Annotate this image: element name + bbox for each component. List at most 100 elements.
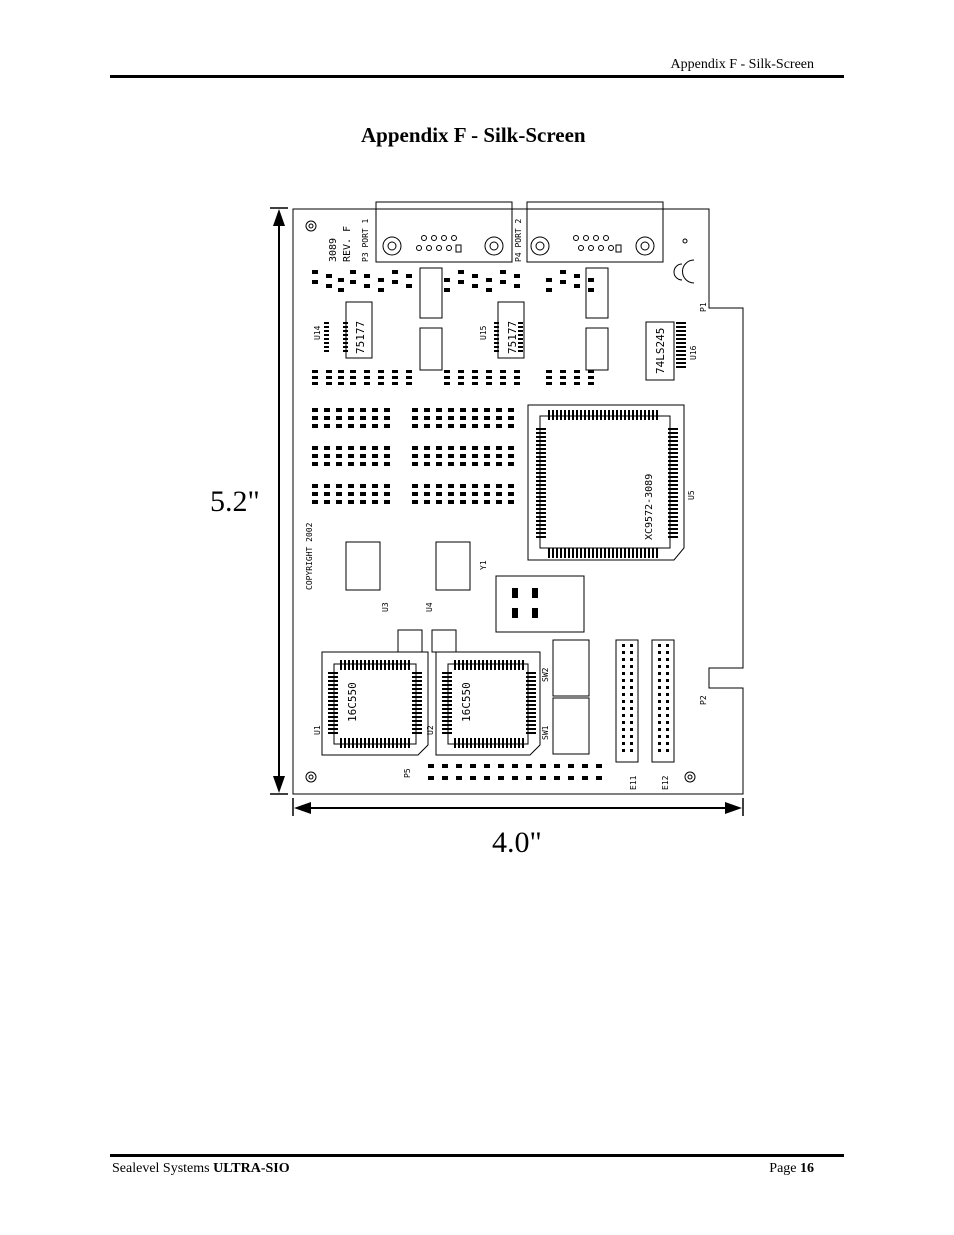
pad: [324, 408, 330, 412]
pad: [392, 738, 394, 748]
pad: [396, 738, 398, 748]
pad: [496, 446, 502, 450]
pad: [668, 520, 678, 522]
pad: [324, 338, 329, 340]
svg-text:U2: U2: [426, 725, 435, 735]
pad: [676, 334, 686, 336]
pad: [348, 660, 350, 670]
pad: [668, 536, 678, 538]
pad: [536, 440, 546, 442]
svg-text:P2: P2: [699, 695, 708, 705]
pad: [518, 660, 520, 670]
pad: [620, 548, 622, 558]
pad: [424, 500, 430, 504]
pad: [484, 424, 490, 428]
pad: [494, 660, 496, 670]
pad: [343, 338, 348, 340]
u2-part: 16C550: [460, 682, 473, 722]
pad: [622, 728, 625, 731]
pad: [474, 738, 476, 748]
pad: [640, 410, 642, 420]
pad: [324, 446, 330, 450]
pad: [536, 448, 546, 450]
pad: [666, 679, 669, 682]
pad: [560, 382, 566, 385]
pad: [666, 700, 669, 703]
pad: [360, 484, 366, 488]
pad: [648, 548, 650, 558]
pad: [496, 424, 502, 428]
pad: [412, 492, 418, 496]
pad: [360, 454, 366, 458]
pad: [424, 408, 430, 412]
pad: [508, 484, 514, 488]
pad: [668, 512, 678, 514]
pad: [658, 714, 661, 717]
pad: [384, 484, 390, 488]
pad: [554, 764, 560, 768]
pad: [372, 462, 378, 466]
pad: [412, 484, 418, 488]
pad: [436, 408, 442, 412]
pad: [412, 700, 422, 702]
page-title: Appendix F - Silk-Screen: [361, 123, 586, 147]
pad: [666, 707, 669, 710]
pad: [472, 416, 478, 420]
pad: [406, 284, 412, 288]
pad: [668, 492, 678, 494]
pad: [448, 408, 454, 412]
pad: [312, 492, 318, 496]
pad: [412, 454, 418, 458]
pad: [536, 504, 546, 506]
pad: [350, 280, 356, 284]
pad: [478, 660, 480, 670]
pad: [622, 721, 625, 724]
pad: [532, 608, 538, 618]
pad: [324, 330, 329, 332]
pad: [470, 776, 476, 780]
pad: [676, 366, 686, 368]
pad: [360, 416, 366, 420]
pad: [360, 446, 366, 450]
pad: [668, 504, 678, 506]
pad: [324, 492, 330, 496]
pad: [484, 462, 490, 466]
pad: [668, 428, 678, 430]
connector-p4: [526, 201, 664, 263]
pad: [384, 738, 386, 748]
pad: [442, 676, 452, 678]
pad: [658, 651, 661, 654]
pad: [442, 764, 448, 768]
pad: [556, 548, 558, 558]
pad: [622, 651, 625, 654]
pad: [484, 776, 490, 780]
connector-p3: [375, 201, 513, 263]
pad: [588, 288, 594, 292]
connector-p3-label: P3 PORT 1: [361, 218, 370, 262]
pad: [632, 548, 634, 558]
pad: [522, 738, 524, 748]
pad: [412, 688, 422, 690]
u16-part: 74LS245: [654, 328, 667, 374]
svg-text:U16: U16: [689, 345, 698, 360]
pad: [494, 738, 496, 748]
pad: [616, 548, 618, 558]
pad: [490, 660, 492, 670]
pad: [380, 660, 382, 670]
pad: [536, 524, 546, 526]
pad: [343, 334, 348, 336]
pad: [378, 376, 384, 379]
pad: [444, 278, 450, 282]
pad: [368, 738, 370, 748]
pad: [546, 376, 552, 379]
pad: [640, 548, 642, 558]
pad: [658, 749, 661, 752]
pad: [364, 370, 370, 373]
pad: [328, 676, 338, 678]
pad: [462, 660, 464, 670]
pad: [536, 528, 546, 530]
pad: [378, 278, 384, 282]
pad: [518, 330, 523, 332]
pad: [630, 644, 633, 647]
pad: [406, 382, 412, 385]
